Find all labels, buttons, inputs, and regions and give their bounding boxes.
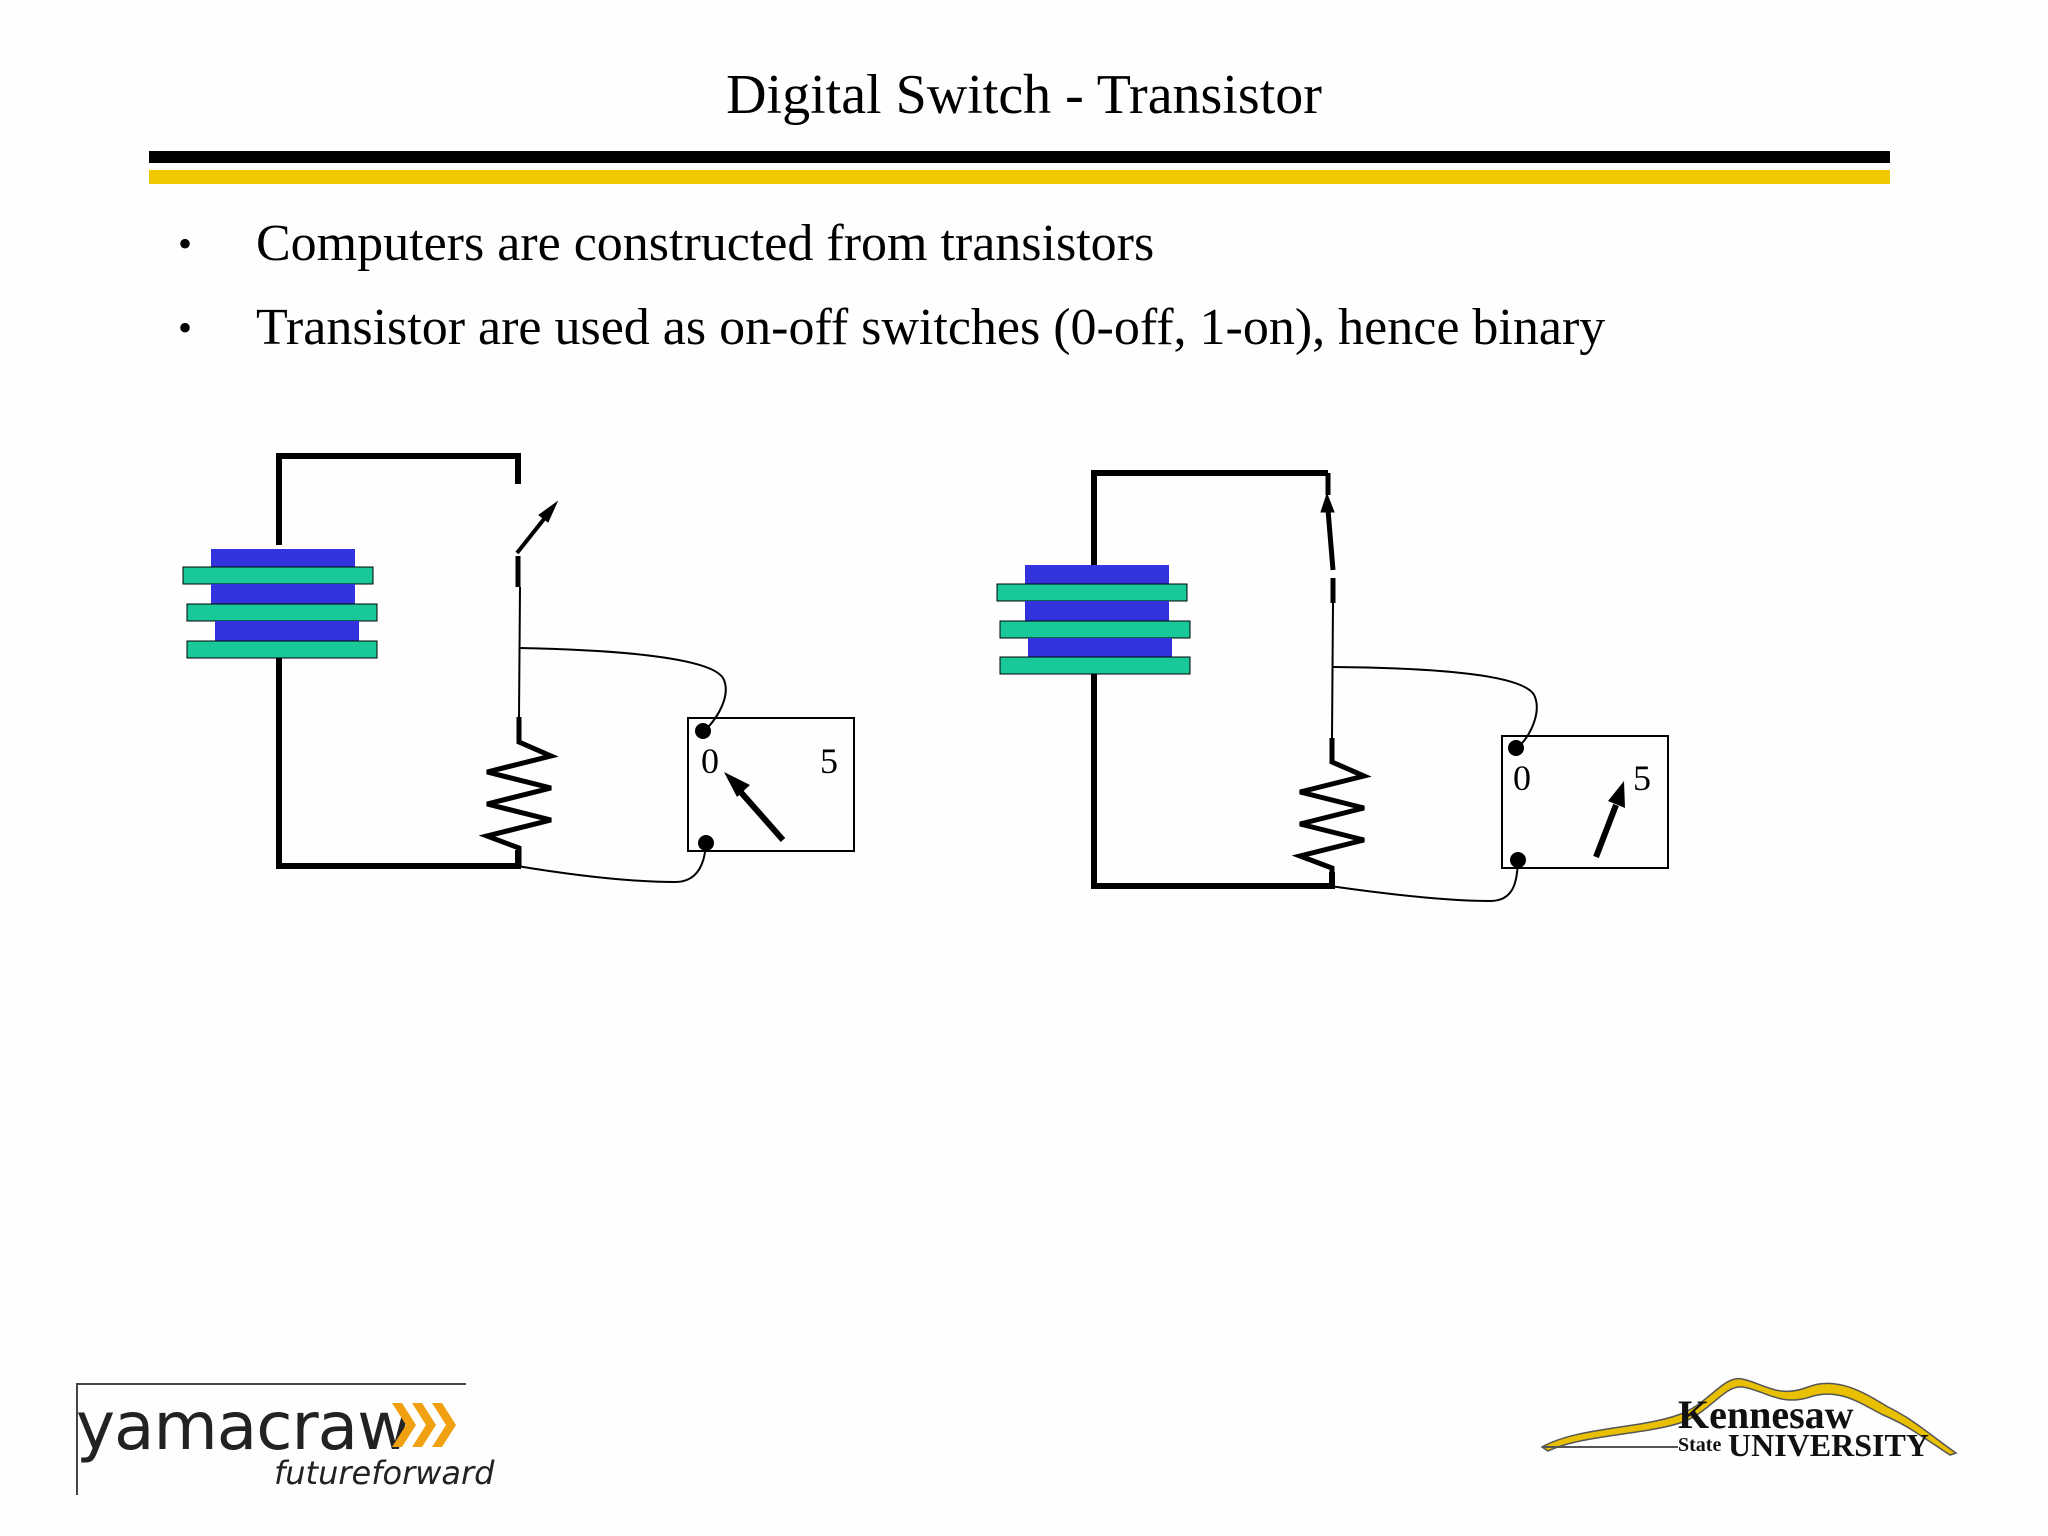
open-switch: [515, 500, 559, 587]
circuit-wire: [1331, 602, 1334, 739]
bullet-item: • Transistor are used as on-off switches…: [178, 294, 1978, 378]
battery: [996, 565, 1191, 675]
yamacraw-logo: yamacraw futureforward: [74, 1383, 494, 1495]
chevron-arrows-icon: [392, 1403, 456, 1447]
bullet-marker: •: [178, 221, 193, 266]
bullet-list: • Computers are constructed from transis…: [178, 210, 1978, 378]
mountain-outline-icon: [1540, 1378, 1958, 1456]
logo-frame: [76, 1383, 78, 1495]
logo-frame: [76, 1383, 466, 1385]
bullet-marker: •: [178, 305, 193, 350]
meter-needle-icon: [1608, 781, 1625, 808]
resistor: [1291, 738, 1372, 886]
circuit-off: 0 5: [182, 453, 855, 884]
meter: 0 5: [516, 647, 855, 884]
title-rule-black: [149, 151, 1890, 163]
meter-scale-low: 0: [1513, 758, 1531, 798]
circuit-on: 0 5: [996, 470, 1669, 903]
logo-tagline: futureforward: [274, 1454, 495, 1492]
title-rule-yellow: [149, 170, 1890, 184]
meter-scale-low: 0: [701, 741, 719, 781]
circuit-wire: [276, 453, 521, 869]
closed-switch: [1320, 473, 1336, 603]
logo-wordmark: yamacraw: [76, 1388, 411, 1465]
logo-university-text: UNIVERSITY: [1728, 1427, 1929, 1463]
slide-title: Digital Switch - Transistor: [726, 64, 1322, 126]
battery: [182, 549, 378, 659]
meter: 0 5: [1329, 666, 1669, 903]
logo-kennesaw-text: Kennesaw: [1678, 1392, 1854, 1437]
circuit-wire: [1091, 470, 1335, 889]
bullet-item: • Computers are constructed from transis…: [178, 210, 1978, 294]
meter-needle-icon: [724, 772, 750, 797]
bullet-text: Transistor are used as on-off switches (…: [256, 299, 1606, 356]
bullet-text: Computers are constructed from transisto…: [256, 215, 1155, 272]
meter-scale-high: 5: [820, 741, 838, 781]
resistor: [478, 717, 559, 866]
kennesaw-state-logo: Kennesaw State UNIVERSITY: [1538, 1367, 1958, 1482]
logo-state-text: State: [1678, 1434, 1722, 1456]
circuit-wire: [518, 586, 521, 718]
meter-scale-high: 5: [1633, 758, 1651, 798]
